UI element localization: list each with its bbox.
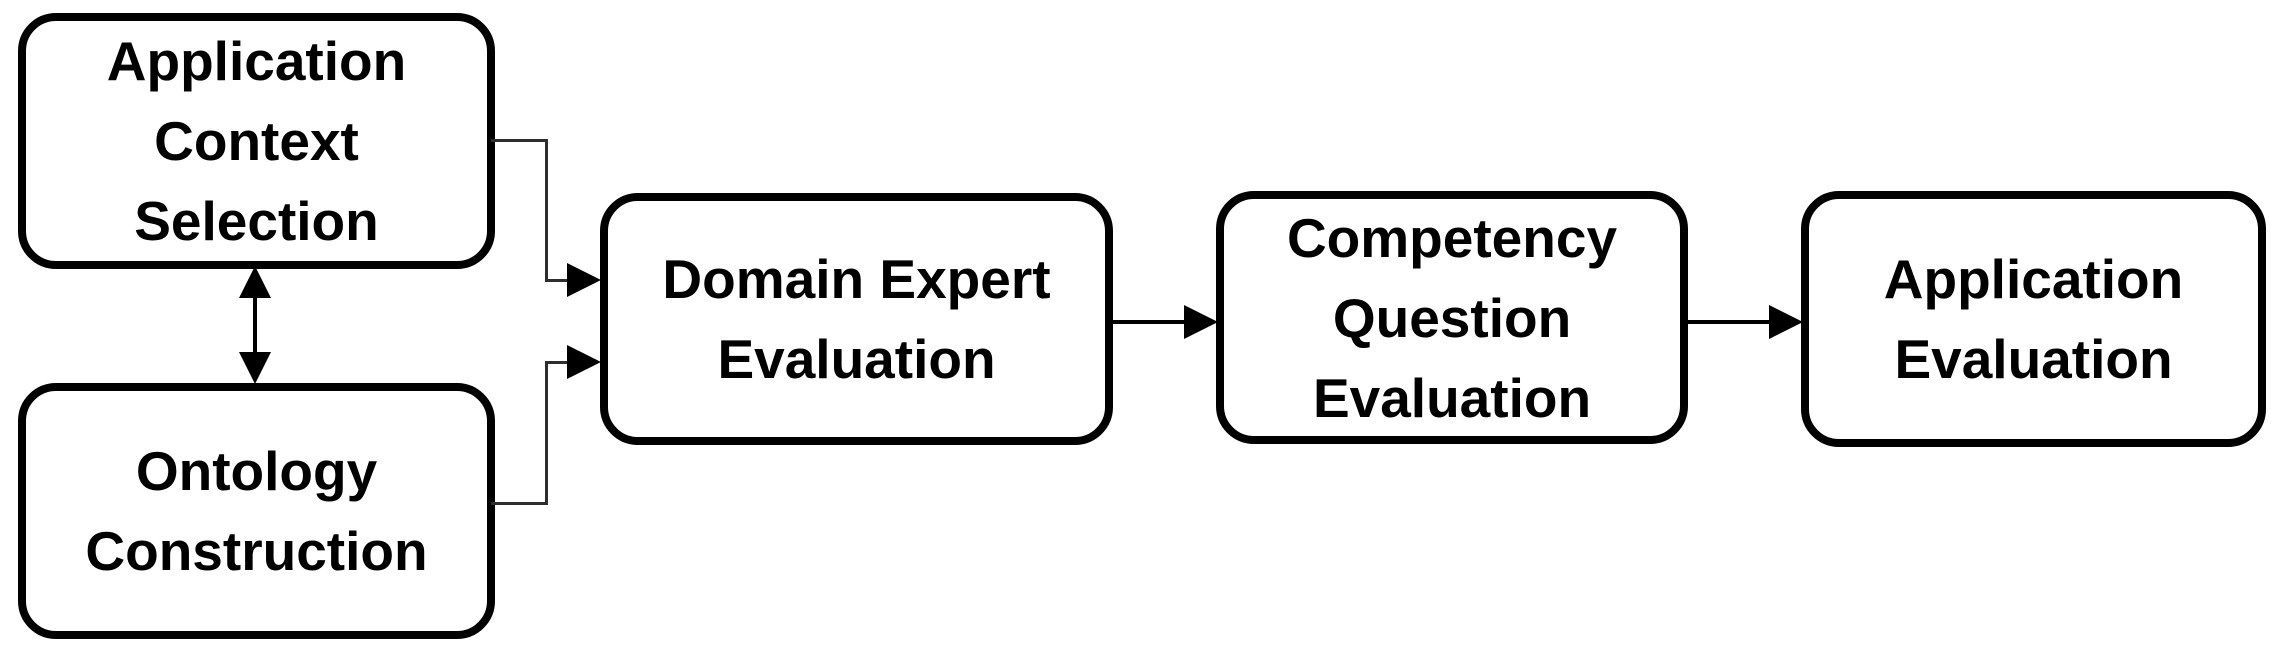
edge-appctx-ontology-arrowhead-up (239, 266, 271, 298)
node-label-line: Context (154, 110, 359, 172)
node-competency-question-evaluation: Competency Question Evaluation (1216, 191, 1688, 444)
node-label-line: Application (106, 30, 407, 92)
node-label-line: Evaluation (1312, 366, 1592, 429)
node-label-line: Competency (1286, 206, 1618, 269)
edge-ontology-to-domain-arrowhead (567, 345, 601, 379)
node-label-line: Ontology (135, 440, 378, 502)
node-domain-expert-evaluation: Domain Expert Evaluation (600, 193, 1113, 445)
node-label-line: Evaluation (717, 328, 996, 390)
edge-ontology-to-domain-line-v (545, 362, 548, 505)
node-label-line: Selection (134, 190, 379, 252)
edge-appctx-to-domain-line-v (545, 139, 548, 282)
edge-appctx-to-domain-arrowhead (567, 263, 601, 297)
edge-appctx-to-domain-line-h2 (545, 279, 570, 282)
edge-ontology-to-domain-line-h1 (491, 502, 548, 505)
node-ontology-construction: Ontology Construction (18, 383, 495, 639)
node-label-line: Evaluation (1894, 328, 2173, 390)
node-application-context-selection: Application Context Selection (18, 13, 495, 269)
edge-domain-to-competency-arrowhead (1184, 305, 1218, 339)
edge-ontology-to-domain-line-h2 (545, 361, 570, 364)
node-label-line: Question (1332, 286, 1572, 349)
edge-appctx-ontology-arrowhead-down (239, 352, 271, 384)
edge-competency-to-appeval-arrowhead (1769, 305, 1803, 339)
node-label-line: Construction (85, 520, 428, 582)
edge-competency-to-appeval-line (1685, 320, 1777, 324)
node-label-line: Domain Expert (662, 248, 1051, 310)
node-application-evaluation: Application Evaluation (1801, 191, 2266, 447)
edge-appctx-ontology-shaft (253, 295, 257, 359)
node-label-line: Application (1883, 248, 2184, 310)
edge-appctx-to-domain-line-h1 (491, 139, 548, 142)
edge-domain-to-competency-line (1110, 320, 1188, 324)
